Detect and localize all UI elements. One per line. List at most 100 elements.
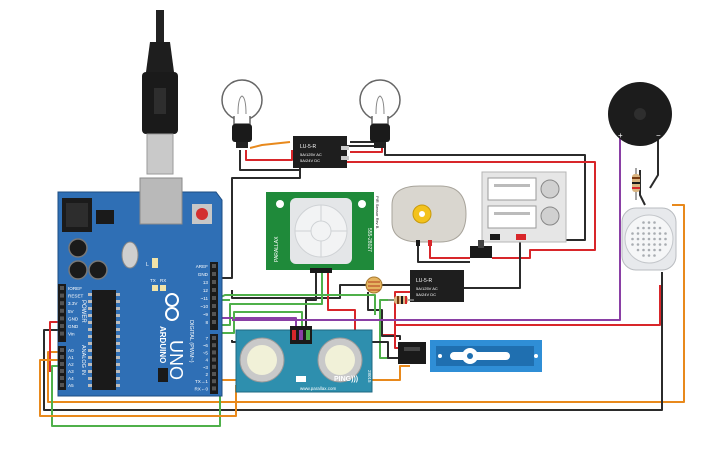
power-jack-inner [66,203,88,227]
ultrasonic-part: 28015 [367,370,372,383]
pin-header-hole[interactable] [212,288,216,292]
pin-header-hole[interactable] [212,320,216,324]
mic-hole [664,243,667,246]
mic-hole [642,254,645,257]
mic-hole [636,248,640,252]
pir-pin-header [310,268,332,273]
pin-header-hole[interactable] [60,286,64,290]
digital-pin-label: ~6 [203,343,209,348]
pir-left-label: PARALLAX [274,236,280,262]
pin-header-hole[interactable] [60,383,64,387]
pin-header-hole[interactable] [212,336,216,340]
pin-header-hole[interactable] [212,386,216,391]
pin-header-hole[interactable] [60,348,64,352]
pir-side-text: PIR Sensor Rev B [375,196,380,229]
icsp-header [158,368,168,382]
mcu-pin [116,356,120,359]
arduino-model: UNO [166,340,186,380]
resistor-1 [388,296,414,304]
pin-header-hole[interactable] [60,316,64,321]
power-pin-label: 5V [68,309,75,314]
tx-led-label: TX [150,278,156,283]
pin-header-hole[interactable] [60,376,64,380]
pin-header-hole[interactable] [212,272,216,276]
mic-hole [647,254,651,257]
mcu-pin [88,335,92,338]
motor-shaft [419,211,425,217]
mic-hole [647,232,651,235]
pin-header-hole[interactable] [212,350,216,355]
usb-port [139,177,183,225]
psu-display-2 [487,205,537,229]
mcu-pin [116,307,120,310]
mcu-pin [116,300,120,303]
analog-pin-label: A5 [68,383,74,388]
ultrasonic-sensor: PING))) www.parallax.com 28015 [235,326,373,393]
pin-header-hole[interactable] [60,355,64,359]
pin-header-hole[interactable] [60,369,64,373]
mcu-pin [88,300,92,303]
digital-pin-label: 2 [205,372,208,377]
mcu-pin [116,349,120,352]
usb-cable [142,10,178,175]
mic-grille [631,221,667,257]
pir-pot-2 [358,200,366,208]
digital-pin-label: 13 [203,280,209,285]
pin-header-hole[interactable] [212,264,216,268]
pin-header-hole[interactable] [212,312,216,316]
pin-header-hole[interactable] [212,379,216,384]
wire-bulb1-red [245,150,293,161]
reset-button[interactable] [196,208,208,220]
mic-hole [658,226,662,230]
wire-resistor-buzzer [639,170,646,206]
wire-servo-black [231,340,410,359]
analog-pin-label: A1 [68,355,74,360]
slide-switch[interactable] [470,240,492,258]
mic-hole [642,232,645,235]
pin-header-hole[interactable] [60,301,64,306]
power-pin-label: RESET [68,294,84,299]
arduino-brand: ARDUINO [158,326,167,363]
pin-header-hole[interactable] [212,304,216,308]
digital-pin-label: 4 [205,358,208,363]
mic-hole [631,232,634,235]
usb-plug-notch [154,88,166,114]
led-rx [160,285,166,291]
mcu-pin [88,342,92,345]
power-header-label: POWER [80,300,86,323]
relay-bottom-rating2: 5A/24V DC [416,292,436,297]
pin-header-hole[interactable] [60,324,64,328]
pin-header-hole[interactable] [212,357,216,362]
sound-sensor [621,207,677,271]
mcu-pin [88,384,92,387]
capacitor-3 [88,260,108,280]
pin-header-hole[interactable] [60,293,64,298]
pin-header-hole[interactable] [212,343,216,348]
mic-hole [647,226,651,230]
pin-header-hole[interactable] [212,280,216,284]
relay-top-rating2: 5A/24V DC [300,158,320,163]
psu-seg-2 [494,212,530,215]
mcu-pin [88,363,92,366]
pin-header-hole[interactable] [60,331,64,336]
mcu-pin [88,321,92,324]
relay-bottom-body [410,270,464,302]
mic-hole [636,243,640,246]
pin-header-hole[interactable] [212,296,216,300]
pin-header-hole[interactable] [60,308,64,313]
relay-top-model: LU-5-R [300,144,317,150]
wire-bulb1-orange [249,141,291,149]
relay-top-pin2 [341,156,349,160]
pin-header-hole[interactable] [212,364,216,369]
header-power [58,284,66,342]
pin-header-hole[interactable] [212,372,216,376]
psu-knob-1[interactable] [540,179,560,199]
psu-knob-2[interactable] [540,206,560,226]
power-supply [481,171,567,243]
header-analog [58,346,66,390]
pin-header-hole[interactable] [60,362,64,366]
mic-hole [631,237,634,241]
pir-right-label: 555-28027 [366,228,372,252]
regulator [96,210,114,224]
